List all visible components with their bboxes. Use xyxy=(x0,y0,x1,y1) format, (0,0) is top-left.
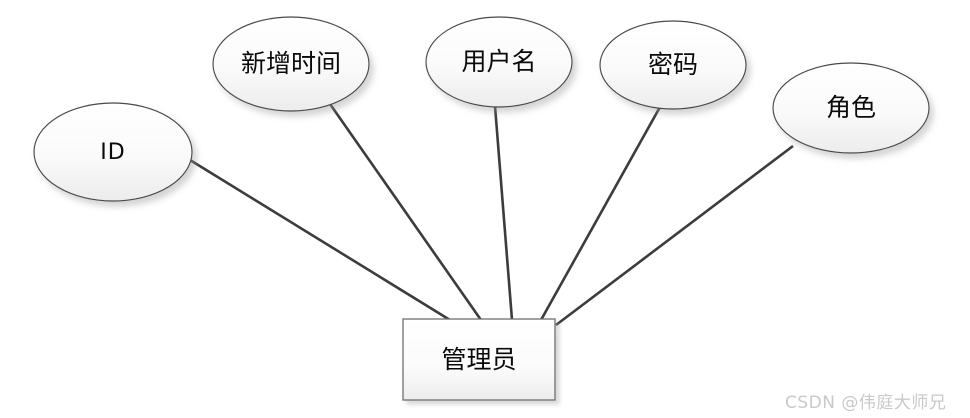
attribute-password-ellipse[interactable] xyxy=(599,20,747,110)
edge-username-to-admin xyxy=(493,105,514,321)
edge-group xyxy=(189,103,794,327)
attribute-created-time-ellipse[interactable] xyxy=(212,16,370,112)
csdn-watermark: CSDN @伟庭大师兄 xyxy=(785,393,947,413)
attribute-password[interactable]: 密码 xyxy=(599,20,747,110)
attribute-username[interactable]: 用户名 xyxy=(425,16,573,108)
attribute-id-label: ID xyxy=(100,140,125,165)
attribute-id[interactable]: ID xyxy=(33,102,193,202)
attribute-role-label: 角色 xyxy=(826,93,876,122)
attribute-password-label: 密码 xyxy=(648,50,698,79)
edge-created-time-to-admin xyxy=(328,103,483,321)
edge-role-to-admin xyxy=(555,144,794,327)
entity-admin[interactable]: 管理员 xyxy=(402,318,556,401)
entity-admin-label: 管理员 xyxy=(441,345,516,374)
attribute-username-ellipse[interactable] xyxy=(425,16,573,108)
edge-password-to-admin xyxy=(539,106,662,321)
attribute-created-time-label: 新增时间 xyxy=(241,49,341,78)
attribute-role[interactable]: 角色 xyxy=(772,62,930,154)
attribute-id-ellipse[interactable] xyxy=(33,102,193,202)
attribute-role-ellipse[interactable] xyxy=(772,62,930,154)
attribute-username-label: 用户名 xyxy=(461,47,536,76)
attribute-created-time[interactable]: 新增时间 xyxy=(212,16,370,112)
entity-admin-rect[interactable] xyxy=(402,318,556,401)
edge-id-to-admin xyxy=(189,158,451,322)
